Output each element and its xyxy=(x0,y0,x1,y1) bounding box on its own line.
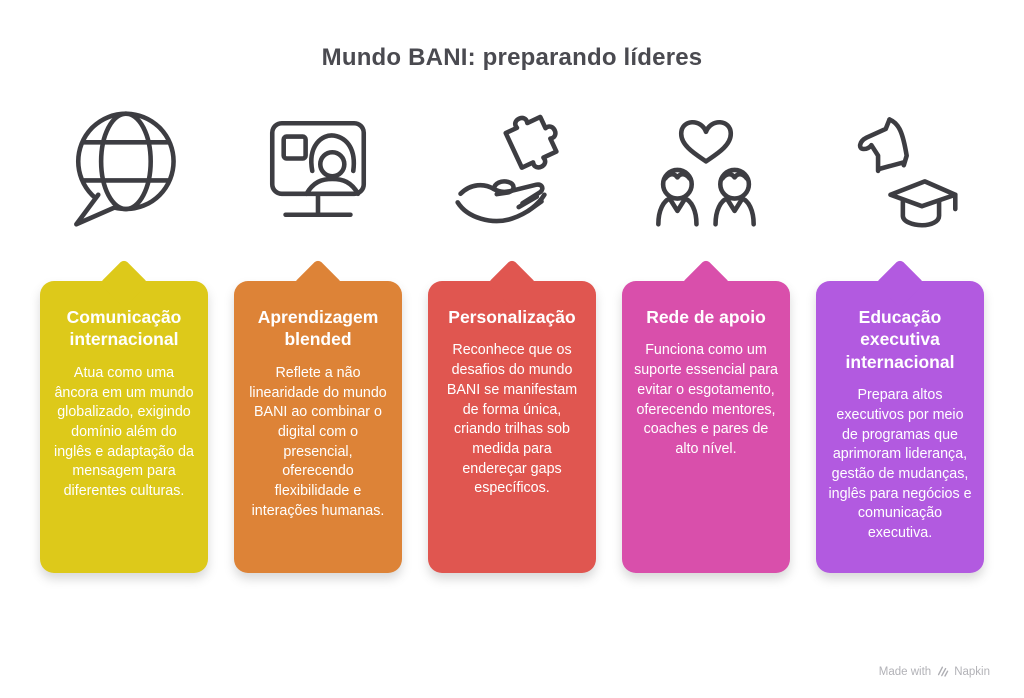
napkin-watermark: Made with Napkin xyxy=(879,665,990,678)
watermark-brand: Napkin xyxy=(954,665,990,678)
column-comunicacao-internacional: Comunicação internacional Atua como uma … xyxy=(40,94,208,573)
card-personalizacao: Personalização Reconhece que os desafios… xyxy=(428,281,596,573)
globe-chat-icon xyxy=(49,94,199,244)
card-title: Educação executiva internacional xyxy=(845,307,955,372)
card-title: Comunicação internacional xyxy=(66,307,182,350)
column-personalizacao: Personalização Reconhece que os desafios… xyxy=(428,94,596,573)
napkin-logo-icon xyxy=(936,665,949,678)
card-body: Funciona como um suporte essencial para … xyxy=(634,342,778,457)
card-aprendizagem-blended: Aprendizagem blended Reflete a não linea… xyxy=(234,281,402,573)
card-body: Reconhece que os desafios do mundo BANI … xyxy=(446,342,578,497)
card-title: Personalização xyxy=(448,307,576,327)
video-call-icon xyxy=(243,94,393,244)
card-body: Atua como uma âncora em um mundo globali… xyxy=(54,364,194,500)
people-heart-icon xyxy=(631,94,781,244)
watermark-text: Made with xyxy=(878,665,932,678)
card-educacao-executiva: Educação executiva internacional Prepara… xyxy=(816,281,984,573)
column-rede-de-apoio: Rede de apoio Funciona como um suporte e… xyxy=(622,94,790,573)
card-title: Rede de apoio xyxy=(646,307,766,327)
card-comunicacao-internacional: Comunicação internacional Atua como uma … xyxy=(40,281,208,573)
card-rede-de-apoio: Rede de apoio Funciona como um suporte e… xyxy=(622,281,790,573)
hand-puzzle-icon xyxy=(437,94,587,244)
cards-row: Comunicação internacional Atua como uma … xyxy=(40,94,984,573)
column-educacao-executiva: Educação executiva internacional Prepara… xyxy=(816,94,984,573)
knight-graduation-icon xyxy=(825,94,975,244)
card-body: Prepara altos executivos por meio de pro… xyxy=(828,387,972,542)
card-title: Aprendizagem blended xyxy=(257,307,379,350)
card-body: Reflete a não linearidade do mundo BANI … xyxy=(249,364,387,519)
column-aprendizagem-blended: Aprendizagem blended Reflete a não linea… xyxy=(234,94,402,573)
page-title: Mundo BANI: preparando líderes xyxy=(321,44,703,71)
